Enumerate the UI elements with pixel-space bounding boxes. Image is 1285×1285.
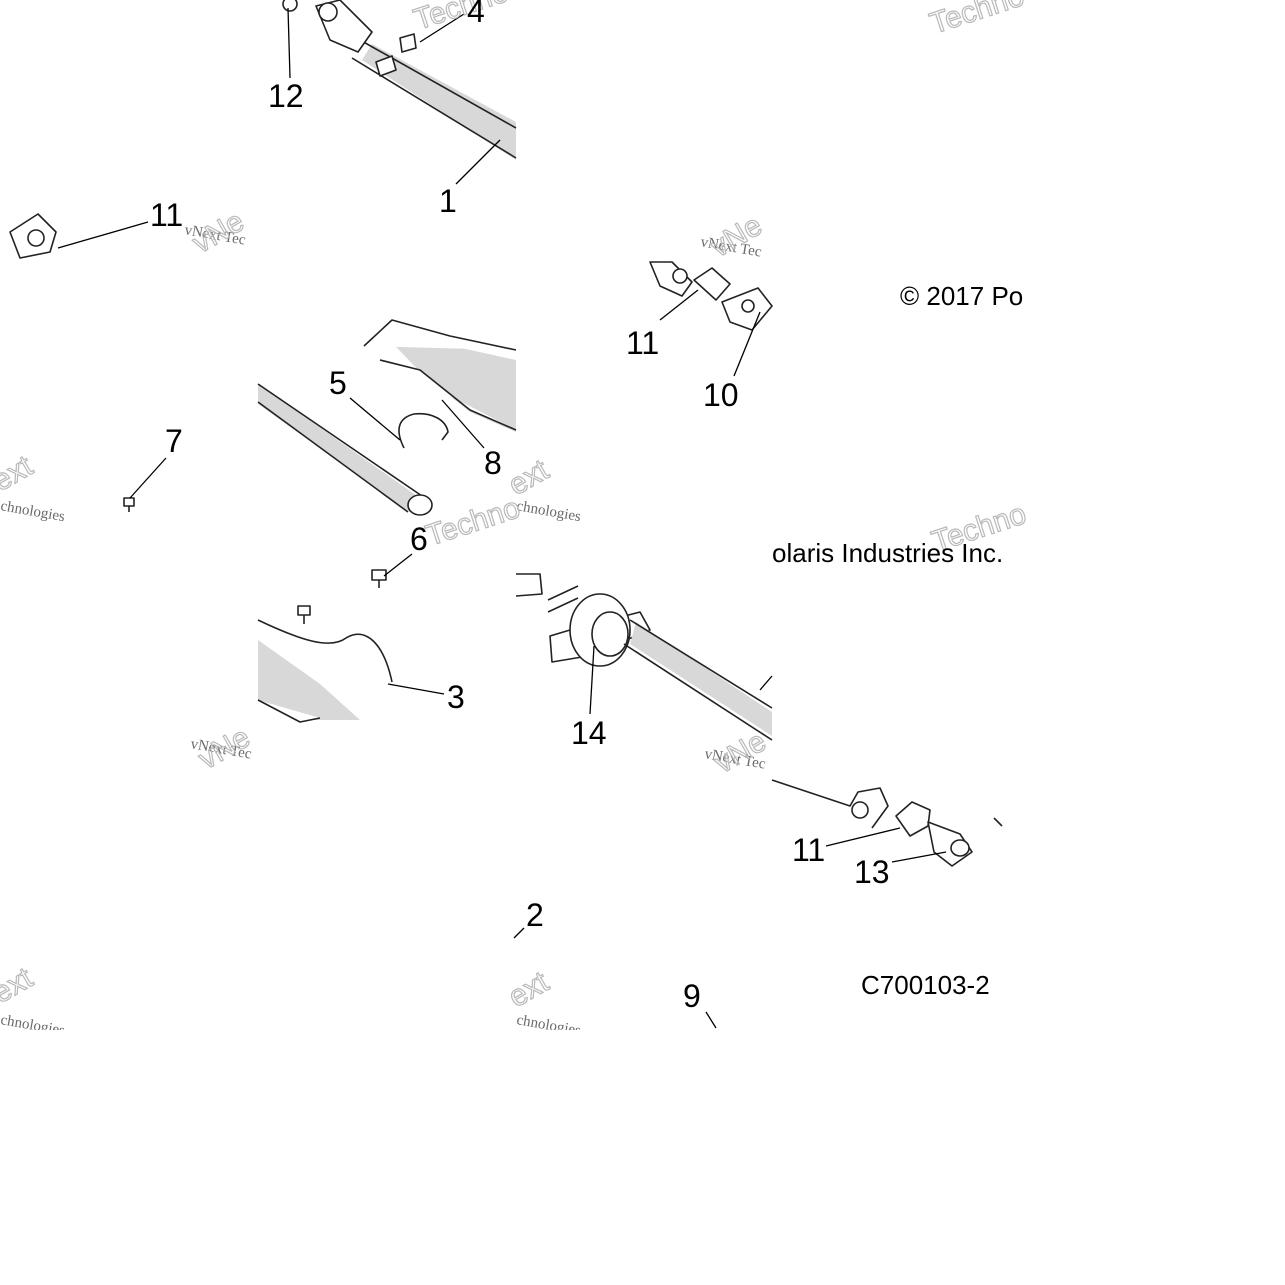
callout-labels: 1 2 3 4 5 6 7 8 9 10 11 11 11 12 13 14 — [150, 0, 890, 1014]
svg-text:vNe: vNe — [187, 205, 250, 260]
svg-text:chnologies: chnologies — [0, 498, 66, 525]
figure-code: C700103-2 — [861, 970, 990, 1000]
ujoint-lower-right — [771, 779, 1003, 867]
driveshaft-tube-top — [282, 0, 517, 160]
callout-11-left: 11 — [150, 197, 183, 233]
callout-13: 13 — [854, 854, 890, 890]
callout-2: 2 — [526, 897, 544, 933]
svg-text:Techno: Techno — [410, 0, 512, 37]
bolt-7 — [123, 497, 135, 512]
watermark-big-6: ext — [0, 961, 39, 1011]
callout-14: 14 — [571, 715, 607, 751]
watermark-vne-3: vNe — [192, 720, 256, 776]
svg-text:ext: ext — [503, 965, 555, 1014]
callout-9: 9 — [683, 978, 701, 1014]
callout-11-right-lower: 11 — [792, 832, 825, 868]
blank-area-bottom — [0, 1030, 1285, 1285]
svg-text:vNe: vNe — [193, 721, 256, 776]
watermark-big-5: ext — [0, 449, 39, 499]
watermark-big-8: ext — [502, 965, 555, 1015]
callout-7: 7 — [165, 423, 183, 459]
watermark-7: chnologies — [515, 498, 582, 525]
heat-shield — [257, 619, 393, 723]
watermark-big-1: Techno — [409, 0, 512, 37]
copyright-right: olaris Industries Inc. — [772, 538, 1003, 568]
callout-8: 8 — [484, 445, 502, 481]
shaft-segment-mid — [257, 383, 449, 516]
svg-text:ext: ext — [0, 961, 39, 1010]
callout-1: 1 — [439, 183, 457, 219]
watermark-vne-1: vNe — [186, 204, 250, 260]
callout-6: 6 — [410, 521, 428, 557]
watermark-big-2: Techno — [925, 0, 1028, 41]
bolt-3-top — [297, 605, 311, 624]
blank-area-right — [1030, 0, 1285, 1030]
watermark-big-3: Techno — [421, 491, 524, 553]
callout-5: 5 — [329, 365, 347, 401]
svg-text:ext: ext — [0, 449, 39, 498]
ujoint-upper-right — [649, 261, 773, 331]
leader-lines — [57, 7, 947, 1029]
callout-4: 4 — [467, 0, 485, 29]
carrier-bearing-assembly — [515, 573, 773, 741]
watermark-5: chnologies — [0, 498, 66, 525]
copyright-left: © 2017 Po — [900, 281, 1023, 311]
callout-12: 12 — [268, 78, 304, 114]
yoke-left-fragment — [9, 213, 57, 259]
callout-11-right-upper: 11 — [626, 325, 659, 361]
svg-text:Techno: Techno — [422, 491, 524, 552]
callout-3: 3 — [447, 679, 465, 715]
bolt-6 — [371, 569, 387, 588]
callout-10: 10 — [703, 377, 739, 413]
svg-text:Techno: Techno — [926, 0, 1028, 41]
guard-plate-upper — [363, 319, 517, 432]
svg-text:chnologies: chnologies — [515, 498, 582, 525]
